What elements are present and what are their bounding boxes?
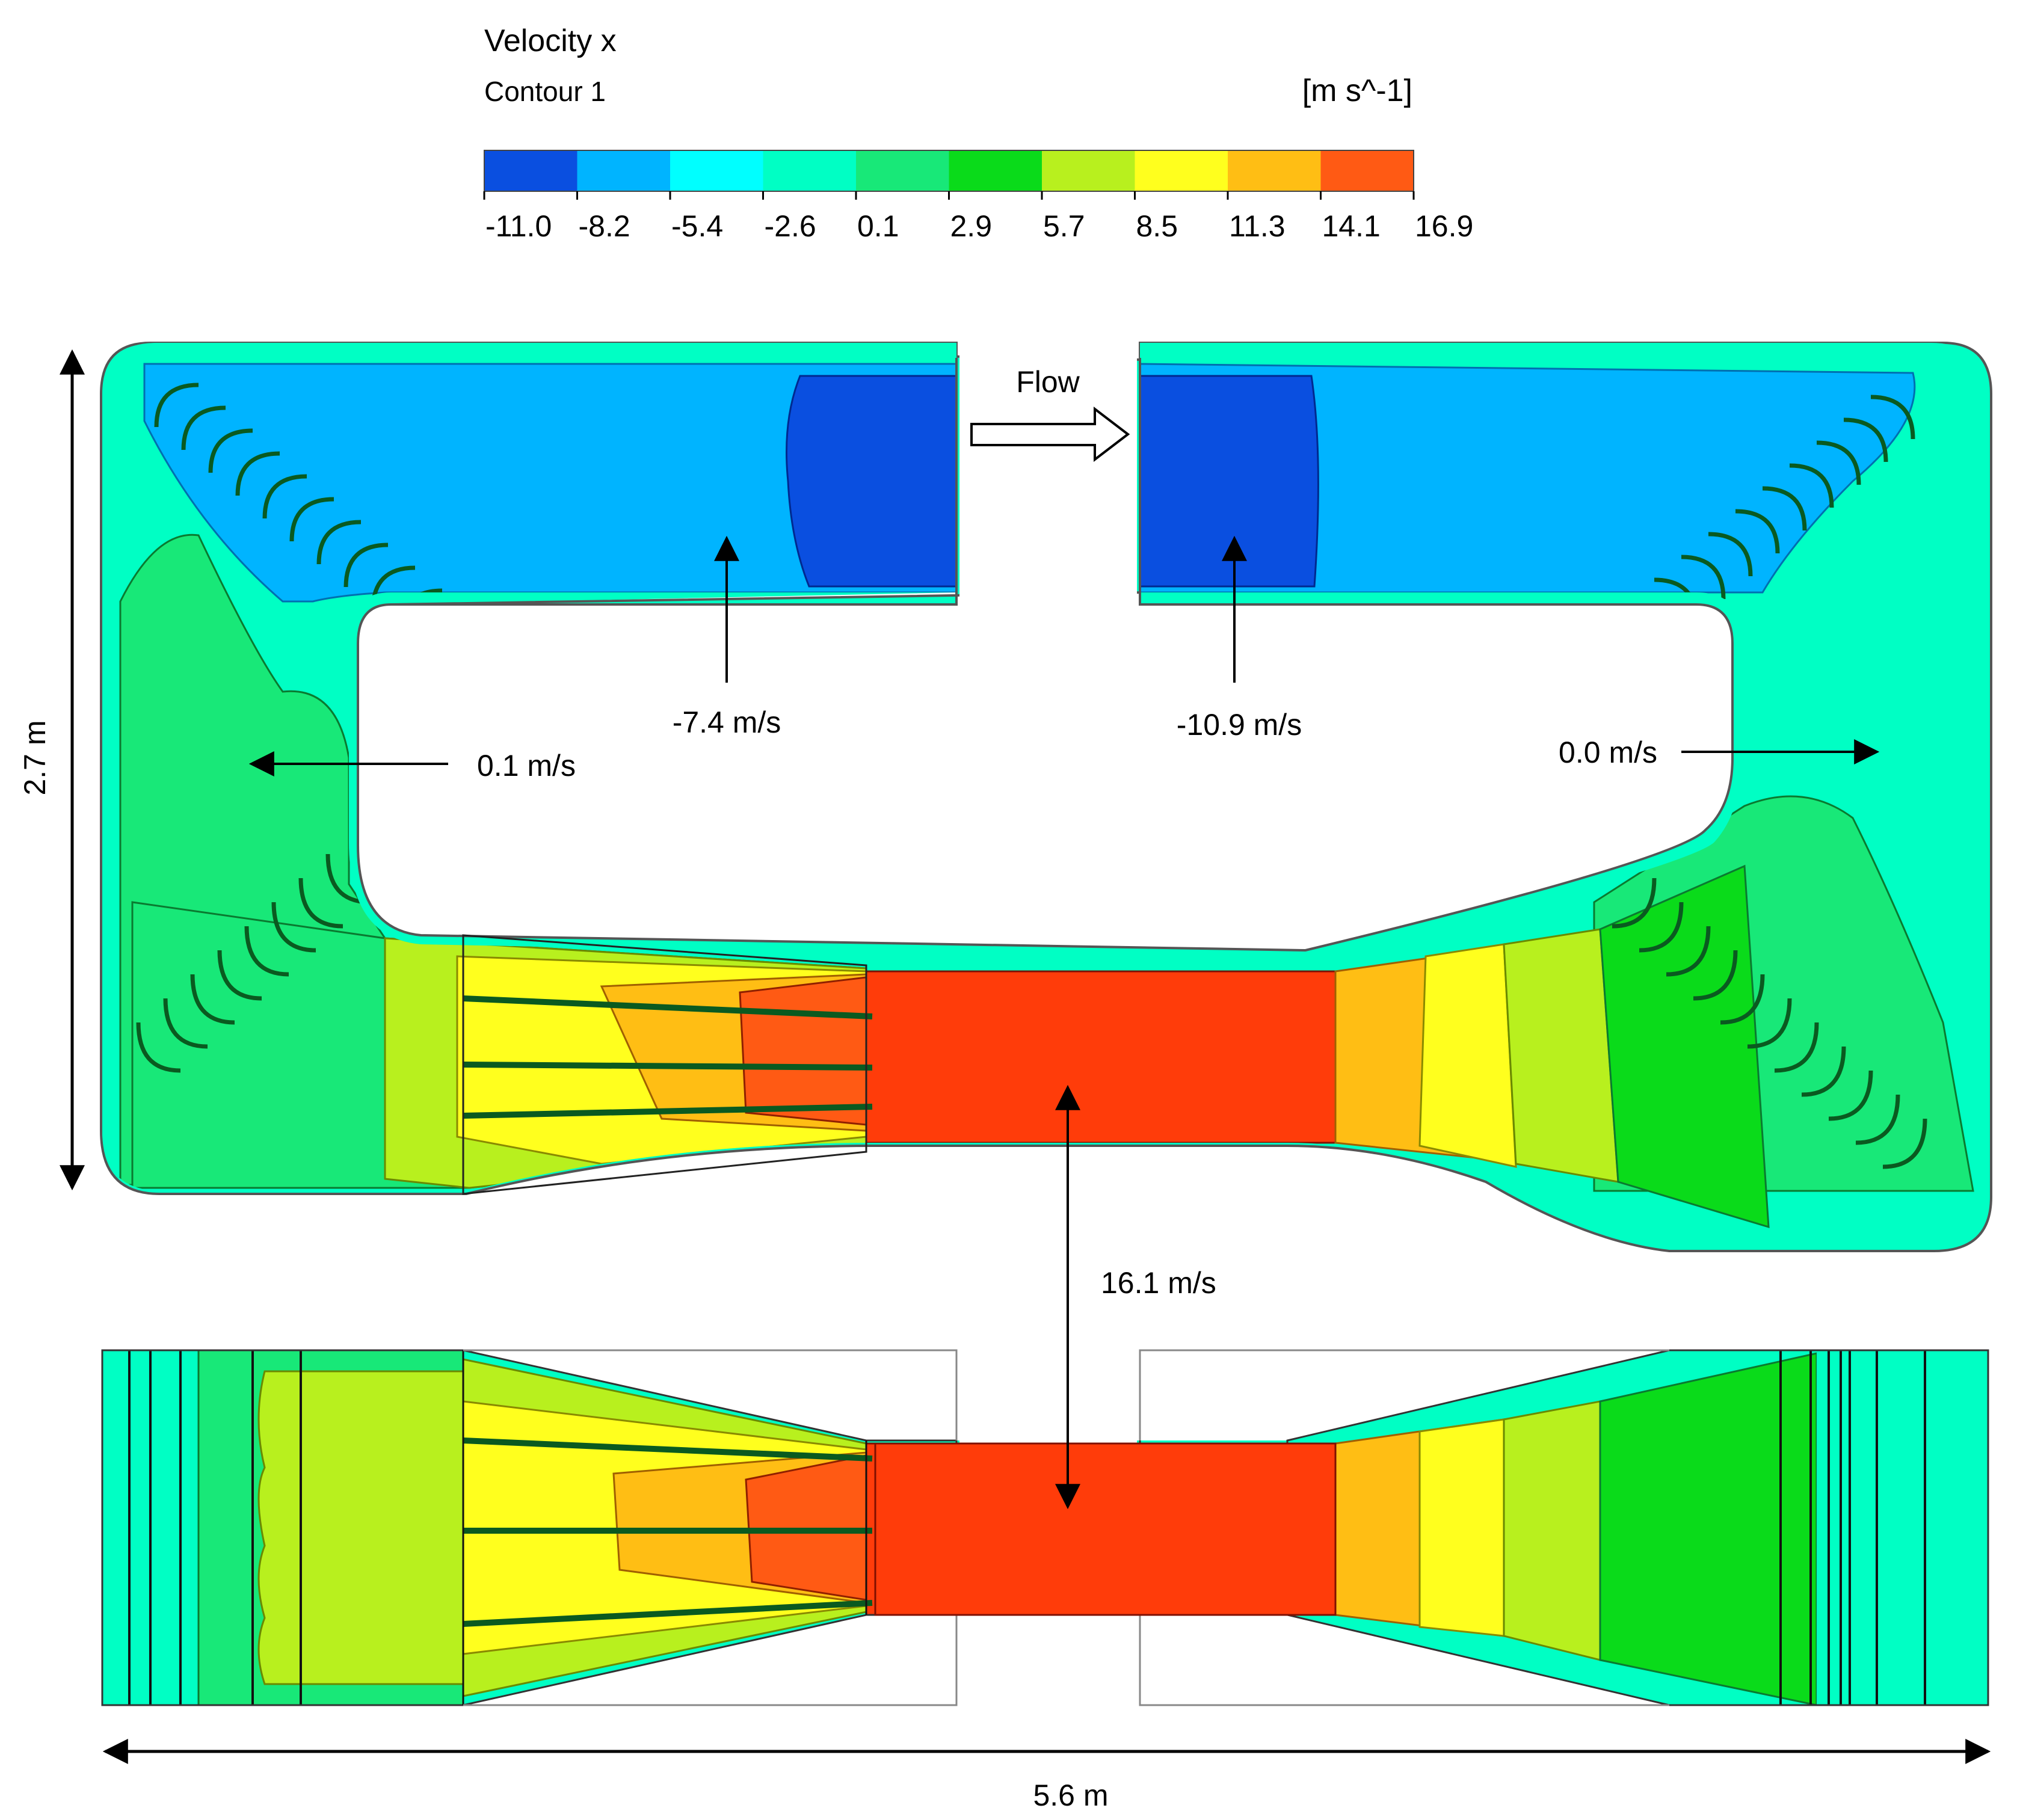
turning-vane xyxy=(1693,950,1738,1001)
contraction-red xyxy=(739,976,867,1126)
turning-vane xyxy=(1666,926,1711,977)
turning-vane xyxy=(1816,440,1861,485)
legend-swatch xyxy=(1135,150,1228,191)
legend-tick-label: 14.1 xyxy=(1322,209,1381,243)
turning-vane xyxy=(163,998,208,1049)
turning-vane xyxy=(1882,1118,1927,1169)
legend-unit: [m s^-1] xyxy=(1302,73,1412,108)
upper-left-return xyxy=(143,363,958,603)
turning-vane xyxy=(343,543,389,588)
turning-vane xyxy=(271,902,316,953)
turning-vane xyxy=(154,383,199,428)
diffuser-yellowgreen xyxy=(1503,928,1619,1183)
legend-subtitle: Contour 1 xyxy=(484,76,606,107)
bottom-view-section xyxy=(101,1349,1989,1706)
turning-vane xyxy=(1855,1094,1900,1145)
legend-tick-label: -2.6 xyxy=(765,209,816,243)
legend-swatch xyxy=(670,150,763,191)
upper-gap xyxy=(959,337,1137,601)
turning-vane xyxy=(262,474,307,519)
turning-vane xyxy=(1828,1070,1873,1121)
turning-vane xyxy=(181,405,226,450)
flow-indicator: Flow xyxy=(970,365,1130,463)
upper-left-dark-core xyxy=(786,375,958,588)
legend-swatch xyxy=(949,150,1042,191)
turning-vane xyxy=(1720,974,1765,1025)
turning-vane xyxy=(1708,532,1753,577)
corner-right-label: 0.0 m/s xyxy=(1559,736,1657,769)
turning-vane xyxy=(1762,486,1807,531)
turning-vane xyxy=(298,878,343,929)
honeycomb-screens xyxy=(128,1350,1926,1705)
legend-tick-label: 16.9 xyxy=(1415,209,1473,243)
return-left-label: -7.4 m/s xyxy=(673,706,781,739)
turning-vane xyxy=(190,974,235,1025)
turning-vane xyxy=(1735,509,1780,554)
diffuser-green xyxy=(1599,864,1770,1229)
legend-tick-label: -11.0 xyxy=(485,209,552,243)
turning-vane xyxy=(1612,878,1657,929)
legend-tick-label: 0.1 xyxy=(857,209,899,243)
legend-swatch xyxy=(1042,150,1135,191)
length-label: 5.6 m xyxy=(1033,1778,1108,1812)
top-view-circuit xyxy=(100,337,1992,1252)
legend-tick-label: 8.5 xyxy=(1136,209,1178,243)
turning-vane xyxy=(1681,555,1726,600)
turning-vane xyxy=(1747,998,1792,1049)
turning-vane xyxy=(1789,463,1834,508)
diffuser-yellow xyxy=(1418,943,1517,1168)
legend-tick-label: 5.7 xyxy=(1043,209,1085,243)
legend-swatch xyxy=(856,150,949,191)
legend-swatch xyxy=(763,150,856,191)
corner-left-label: 0.1 m/s xyxy=(477,749,576,782)
legend-title: Velocity x xyxy=(484,23,617,58)
annotations: -7.4 m/s -10.9 m/s 0.1 m/s 0.0 m/s 16.1 … xyxy=(18,349,1991,1812)
turning-vane xyxy=(208,428,253,473)
turning-vane xyxy=(289,497,334,542)
turning-vane xyxy=(1801,1046,1846,1097)
legend-swatch xyxy=(484,150,577,191)
turning-vane xyxy=(1870,395,1915,440)
flow-label: Flow xyxy=(1016,365,1080,399)
test-section-label: 16.1 m/s xyxy=(1101,1266,1216,1300)
legend-tick-label: 2.9 xyxy=(950,209,993,243)
return-right-label: -10.9 m/s xyxy=(1177,708,1302,742)
turning-vane xyxy=(244,926,289,977)
contraction-guide-vanes xyxy=(463,995,873,1119)
legend-tick-label: -5.4 xyxy=(671,209,723,243)
turning-vane xyxy=(136,1022,181,1073)
height-label: 2.7 m xyxy=(18,720,52,795)
upper-right-dark-core xyxy=(1139,375,1319,588)
legend-swatch xyxy=(577,150,670,191)
flow-arrow xyxy=(970,406,1130,463)
turning-vane xyxy=(316,520,362,565)
color-legend: Velocity x Contour 1 [m s^-1] -11.0-8.2-… xyxy=(483,23,1473,243)
turning-vane xyxy=(1639,902,1684,953)
turning-vane xyxy=(217,950,262,1001)
test-section-flow xyxy=(865,970,1337,1144)
top-inner-hole xyxy=(357,591,1734,952)
legend-color-bar xyxy=(484,150,1414,192)
turning-vane xyxy=(1843,417,1888,463)
legend-swatch xyxy=(1228,150,1321,191)
legend-tick-labels: -11.0 -8.2 -5.4 -2.6 0.1 2.9 5.7 8.5 11.3 14.1 16.… xyxy=(483,191,1473,243)
turning-vane xyxy=(235,451,280,496)
legend-tick-label: -8.2 xyxy=(579,209,630,243)
turning-vane xyxy=(1774,1022,1819,1073)
legend-swatch xyxy=(1320,150,1414,191)
legend-tick-label: 11.3 xyxy=(1229,209,1286,243)
